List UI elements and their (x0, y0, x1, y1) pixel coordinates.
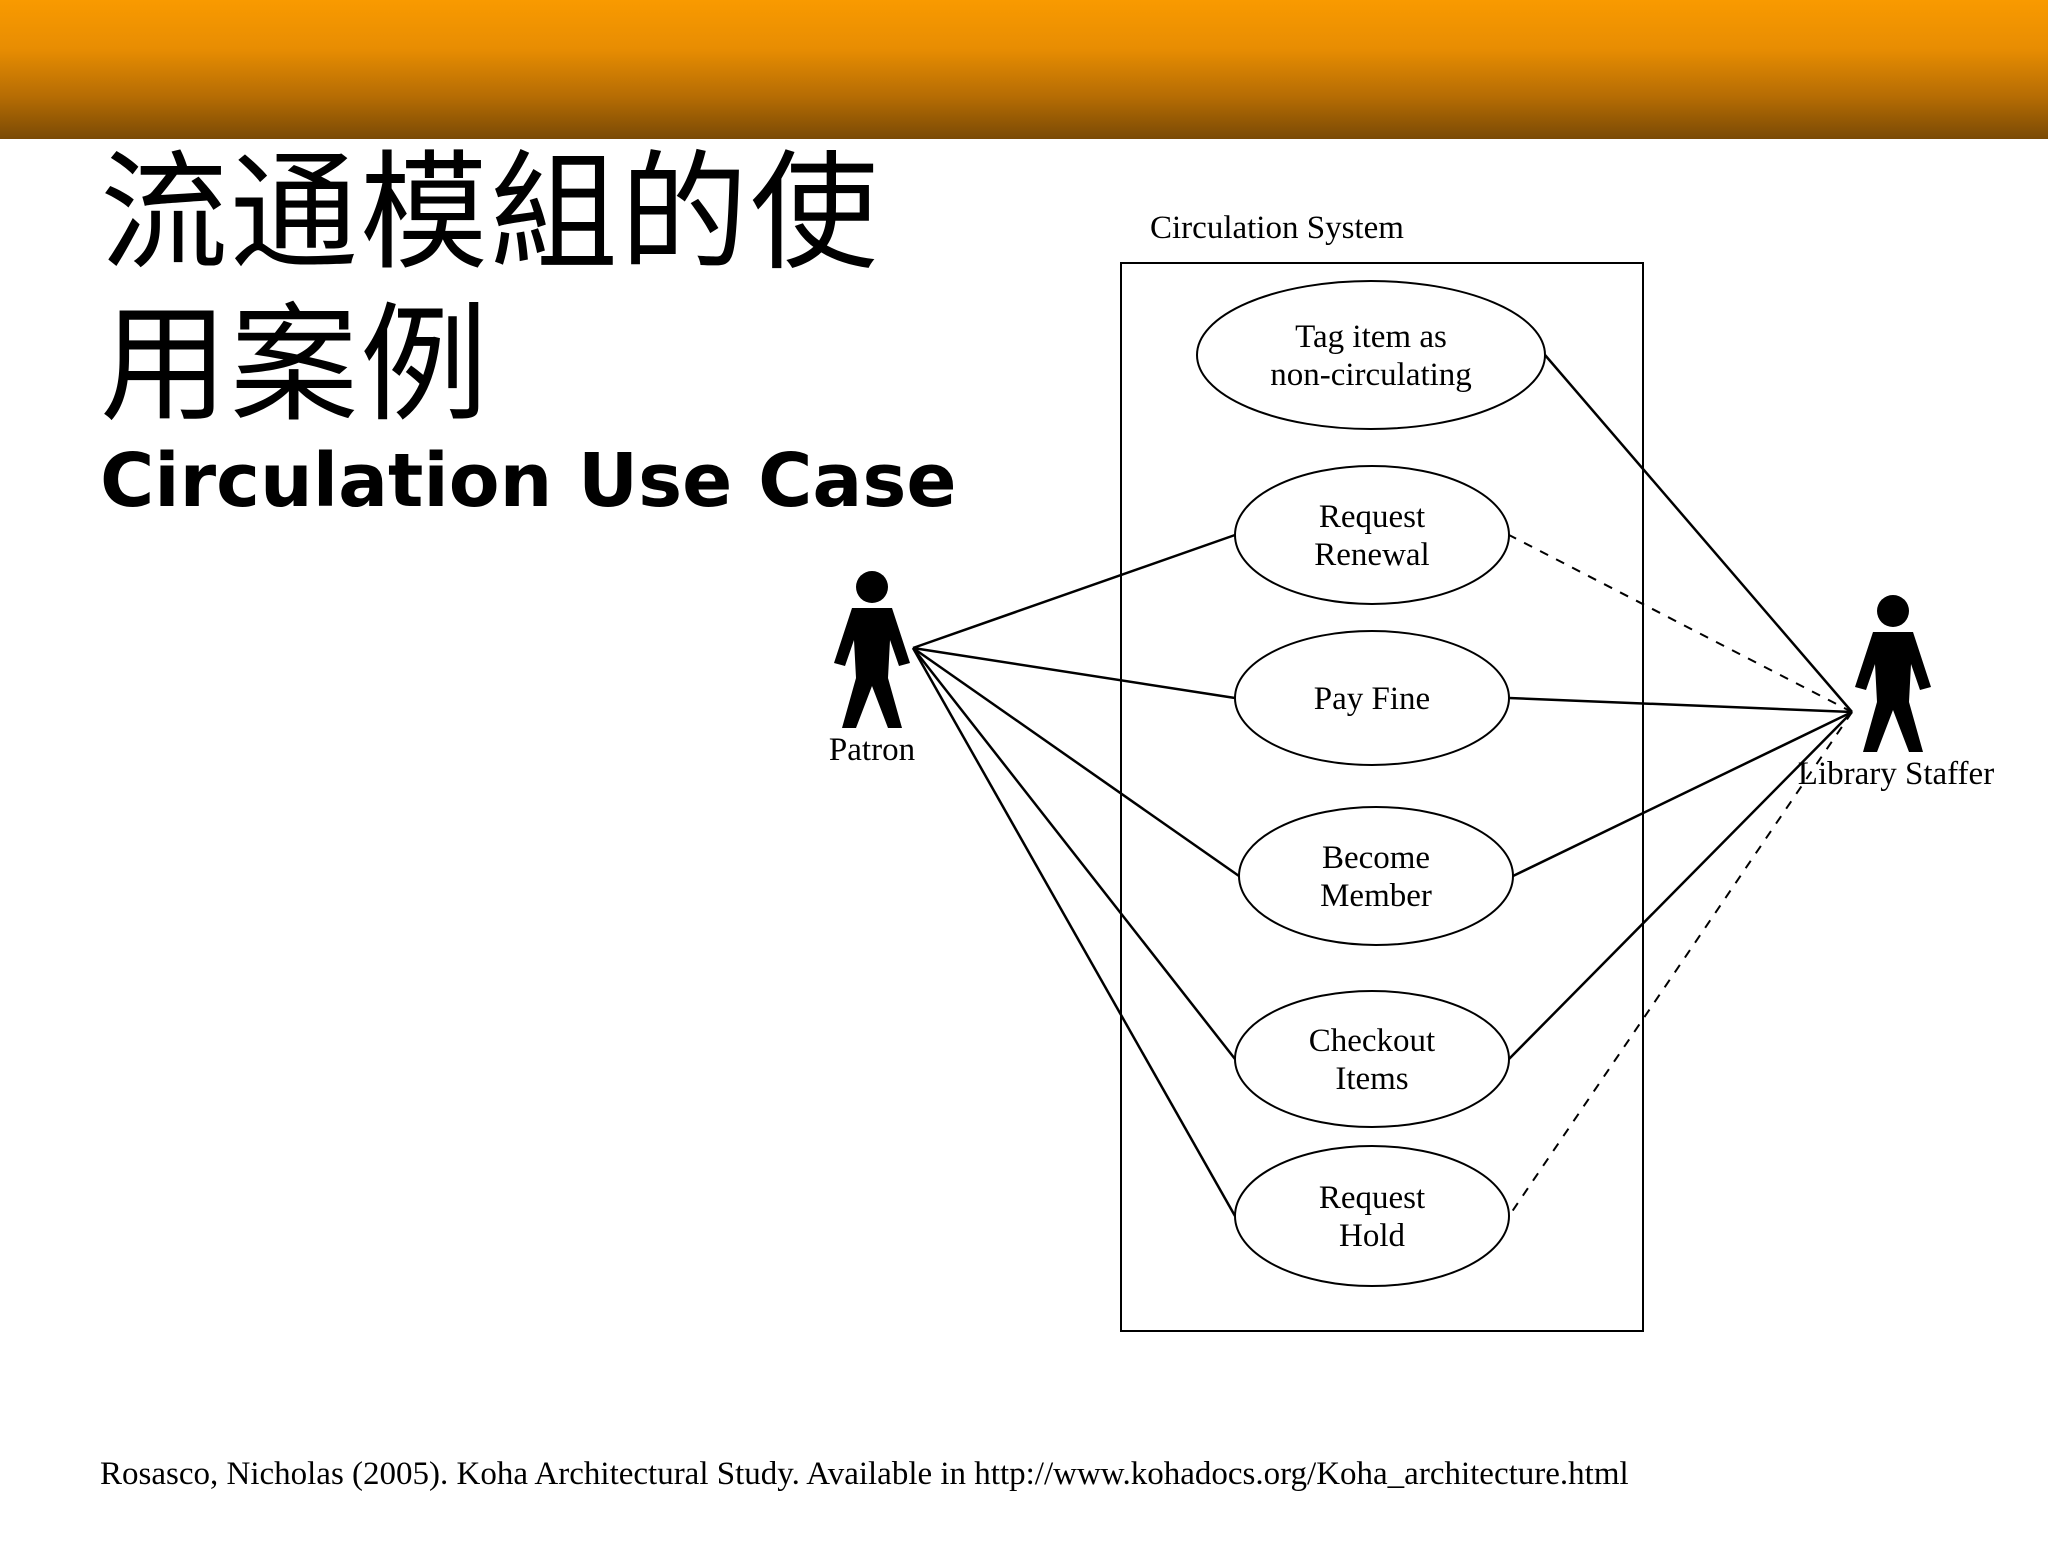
system-label: Circulation System (1150, 210, 1404, 246)
use-case-label: Request (1319, 499, 1425, 535)
association-staff-member (1512, 710, 1853, 878)
association-patron-checkout (912, 647, 1236, 1060)
actor-patron: Patron (829, 571, 915, 768)
actor-staff: Library Staffer (1798, 595, 1994, 792)
use-case-label: non-circulating (1270, 357, 1472, 393)
use-case-ellipse (1196, 280, 1546, 430)
association-staff-tag (1544, 354, 1853, 713)
use-case-label: Checkout (1309, 1023, 1435, 1059)
use-case-ellipse (1234, 990, 1510, 1128)
stick-figure-icon (1855, 595, 1931, 752)
use-cases: Tag item asnon-circulatingRequestRenewal… (1196, 280, 1546, 1287)
citation: Rosasco, Nicholas (2005). Koha Architect… (100, 1456, 1629, 1492)
use-case-label: Pay Fine (1314, 681, 1430, 717)
actor-label: Patron (829, 732, 915, 768)
use-case-label: Items (1335, 1061, 1408, 1097)
slide-title-english: Circulation Use Case (100, 438, 957, 524)
association-patron-member (912, 646, 1240, 878)
header-banner (0, 0, 2048, 139)
use-case-label: Hold (1339, 1218, 1406, 1254)
use-case-label: Member (1320, 878, 1432, 914)
association-lines (911, 354, 1853, 1217)
use-case-ellipse (1234, 630, 1510, 766)
use-case-fine: Pay Fine (1234, 630, 1510, 766)
association-patron-hold (911, 647, 1237, 1217)
association-staff-hold (1508, 711, 1853, 1217)
system-boundary (1120, 262, 1644, 1332)
use-case-ellipse (1234, 1145, 1510, 1287)
use-case-label: Request (1319, 1180, 1425, 1216)
association-patron-fine (912, 646, 1236, 700)
association-patron-renewal (912, 533, 1236, 650)
association-staff-renewal (1508, 534, 1853, 713)
use-case-ellipse (1238, 806, 1514, 946)
actor-label: Library Staffer (1798, 756, 1994, 792)
slide-title-chinese: 流通模組的使用案例 (100, 139, 881, 440)
stick-figure-icon (834, 571, 910, 728)
association-staff-fine (1508, 696, 1853, 714)
use-case-label: Renewal (1314, 537, 1429, 573)
association-staff-checkout (1508, 711, 1853, 1060)
use-case-ellipse (1234, 465, 1510, 605)
use-case-label: Become (1322, 840, 1430, 876)
use-case-label: Tag item as (1295, 319, 1447, 355)
